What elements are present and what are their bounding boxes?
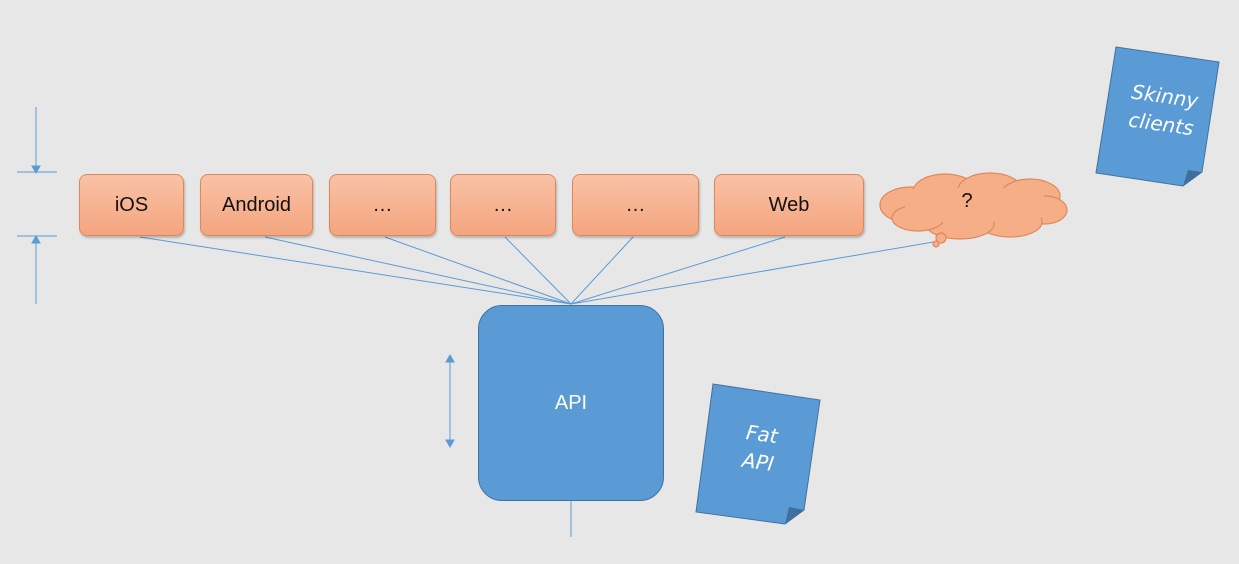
client-box-web: Web (714, 174, 864, 236)
cloud-fill-core (905, 188, 1045, 222)
client-box-ios: iOS (79, 174, 184, 236)
unknown-client-label: ? (961, 190, 973, 212)
client-box-android: Android (200, 174, 313, 236)
client-box-ellipsis-1: … (329, 174, 436, 236)
connector-ellipsis-2 (504, 236, 572, 305)
connector-ios (139, 236, 572, 305)
client-label: Web (768, 193, 810, 216)
client-label: iOS (114, 193, 149, 216)
client-box-ellipsis-3: … (572, 174, 699, 236)
client-box-ellipsis-2: … (450, 174, 556, 236)
connector-unknown (570, 239, 946, 305)
connector-ellipsis-1 (384, 236, 572, 305)
client-label: … (493, 193, 513, 216)
client-label: … (625, 193, 646, 216)
client-label: Android (222, 193, 291, 216)
client-label: … (372, 193, 393, 216)
double-arrow-icon (17, 107, 57, 304)
api-box: API (478, 305, 664, 501)
cloud-tail-icon (932, 232, 947, 248)
connector-ellipsis-3 (570, 236, 634, 305)
double-arrow-icon (445, 353, 455, 449)
api-label: API (554, 391, 588, 414)
note-icon (1095, 46, 1220, 187)
note-icon (695, 383, 821, 525)
connector-android (264, 236, 572, 305)
connector-web (570, 236, 786, 305)
